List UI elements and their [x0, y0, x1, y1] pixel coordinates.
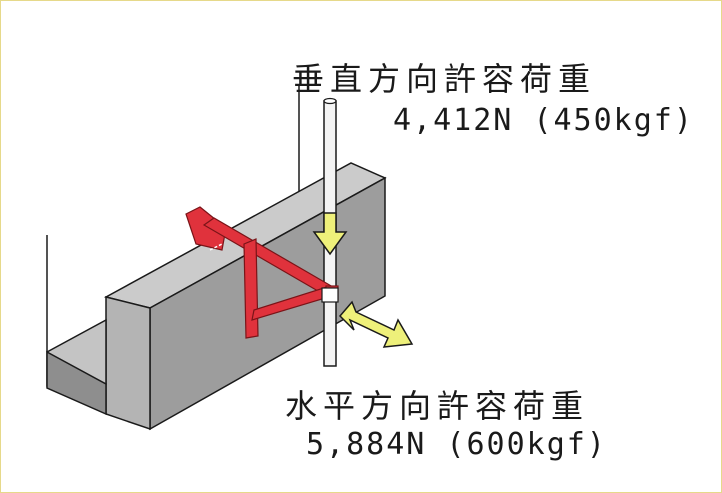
floor-slab-front — [46, 350, 107, 416]
wall-end-face — [105, 296, 151, 431]
vertical-load-value: 4,412N (450kgf) — [393, 103, 694, 138]
horizontal-load-arrow — [338, 300, 414, 348]
vertical-load-title: 垂直方向許容荷重 — [292, 60, 597, 98]
horizontal-load-value: 5,884N (600kgf) — [306, 427, 607, 462]
pole-clamp — [321, 287, 339, 303]
horizontal-load-title: 水平方向許容荷重 — [285, 387, 590, 425]
vertical-load-arrow — [312, 212, 348, 256]
clamp-bolt — [209, 243, 223, 251]
red-bracket — [185, 206, 339, 339]
pole-top-cap — [323, 97, 337, 105]
